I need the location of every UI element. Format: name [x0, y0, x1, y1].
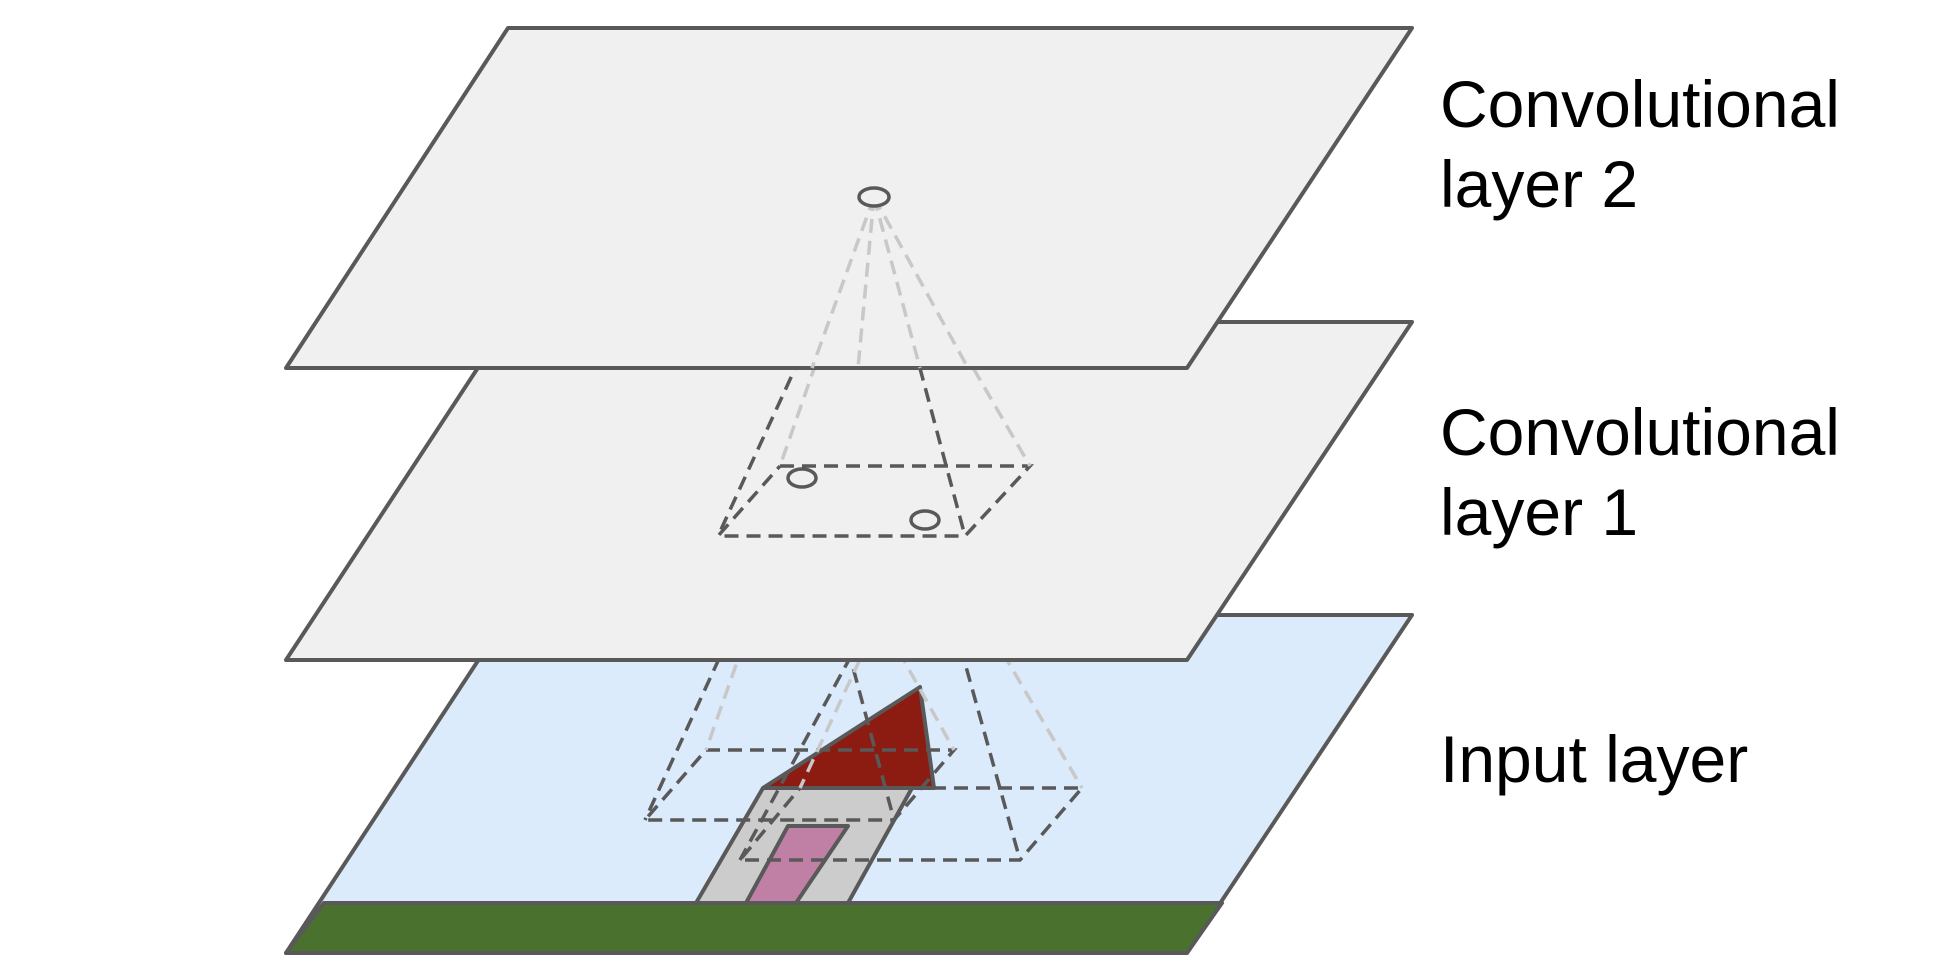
conv2-visible-edges [810, 196, 970, 369]
conv-layer-1 [284, 320, 1414, 662]
edge-b-4 [923, 519, 1022, 861]
edge-c-4 [872, 196, 967, 537]
edge-top-2 [872, 196, 970, 369]
conv1-neuron-b [909, 509, 941, 531]
conv1-plane [284, 320, 1414, 662]
layer-labels: Convolutional layer 2 Convolutional laye… [1440, 67, 1840, 796]
conv2-plane [284, 26, 1414, 370]
conv2-label-line2: layer 2 [1440, 147, 1638, 221]
conv1-neuron-a [786, 467, 818, 489]
house-shape [694, 685, 936, 905]
edge-top-3 [856, 196, 876, 369]
edge-top-1 [810, 196, 876, 369]
ground-strip [284, 901, 1224, 955]
conv1-label-line1: Convolutional [1440, 395, 1840, 469]
input-layer [284, 613, 1414, 955]
edge-top-4 [872, 196, 922, 369]
conv1-neurons [786, 467, 941, 531]
conv1-label-line2: layer 1 [1440, 475, 1638, 549]
conv1-receptive-field [714, 464, 1035, 538]
conv2-neuron [857, 186, 891, 208]
house-door [744, 824, 850, 905]
conv2-label-line1: Convolutional [1440, 67, 1840, 141]
conv1-field [714, 464, 1035, 538]
conv-layer-2 [284, 26, 1414, 370]
input-layer-label: Input layer [1440, 722, 1748, 796]
